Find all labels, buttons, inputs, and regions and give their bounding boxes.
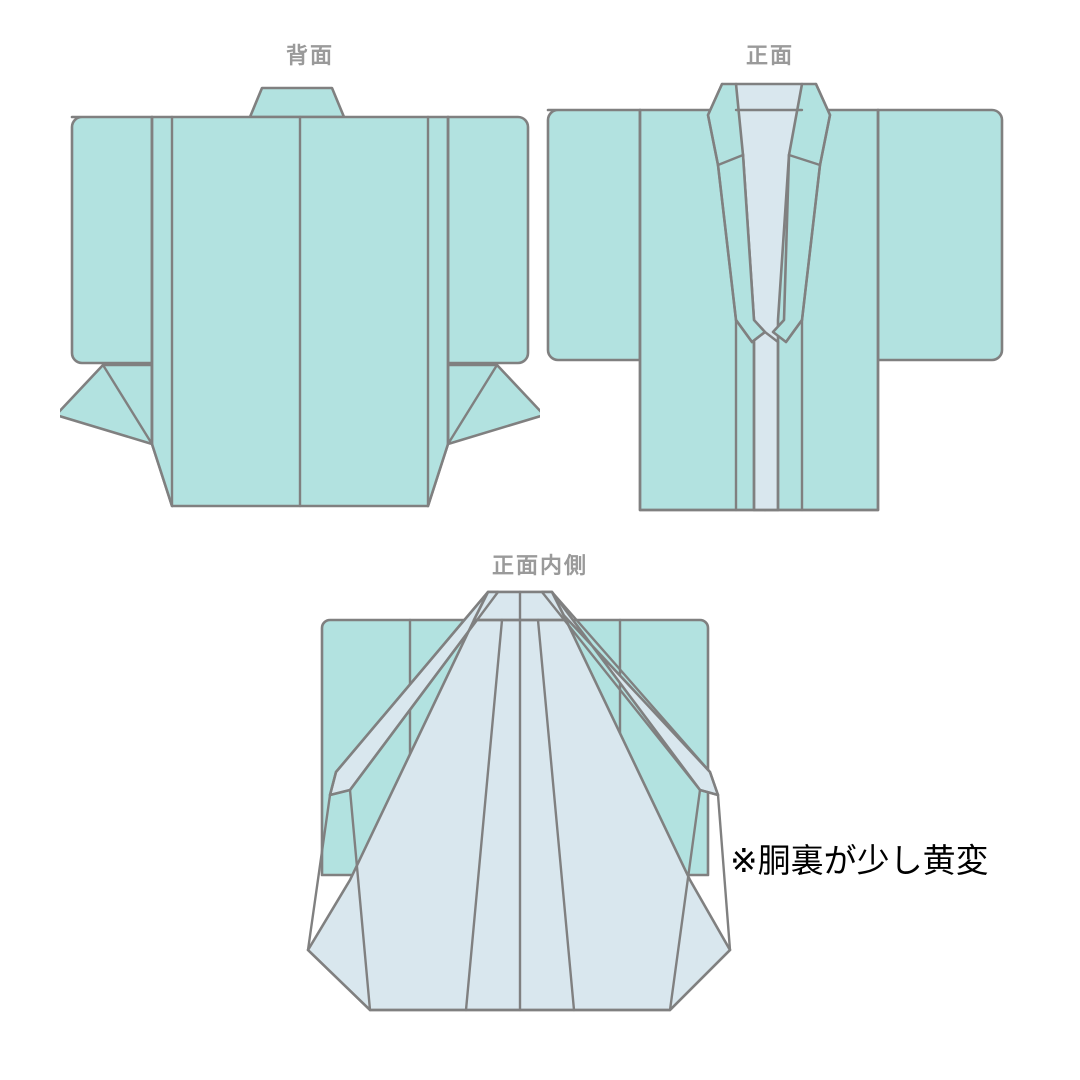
kimono-front-icon: [546, 82, 1004, 512]
back-right-sleeve: [446, 115, 530, 365]
inner-hem: [306, 948, 732, 1012]
kimono-back-icon: [60, 86, 540, 508]
front-collar-left-notch: [716, 153, 745, 167]
back-left-skirt-wedge-outer: [60, 363, 154, 446]
view-label-back: 背面: [285, 43, 334, 68]
inner-right-fold-notch: [698, 788, 720, 797]
front-left-sleeve: [546, 108, 642, 362]
view-label-front: 正面: [745, 43, 794, 68]
inner-seam-l1: [464, 618, 504, 1012]
back-right-skirt-wedge-outer: [446, 363, 540, 446]
front-collar-v-point: [750, 330, 780, 344]
back-left-sleeve: [70, 115, 154, 365]
front-collar-right-notch: [787, 153, 822, 167]
back-left-wedge-fold: [101, 363, 154, 446]
inner-seam-r1: [536, 618, 576, 1012]
front-right-sleeve: [876, 108, 1004, 362]
inner-left-lapel-edge: [306, 590, 490, 952]
lining-yellowing-note: ※胴裏が少し黄変: [730, 841, 989, 880]
view-label-inner: 正面内側: [491, 553, 588, 578]
inner-left-fold-notch: [328, 788, 352, 797]
back-collar-tab: [248, 86, 346, 119]
back-right-wedge-fold: [446, 363, 499, 446]
kimono-inner-icon: [306, 590, 732, 1012]
inner-right-lapel-edge: [550, 590, 732, 952]
